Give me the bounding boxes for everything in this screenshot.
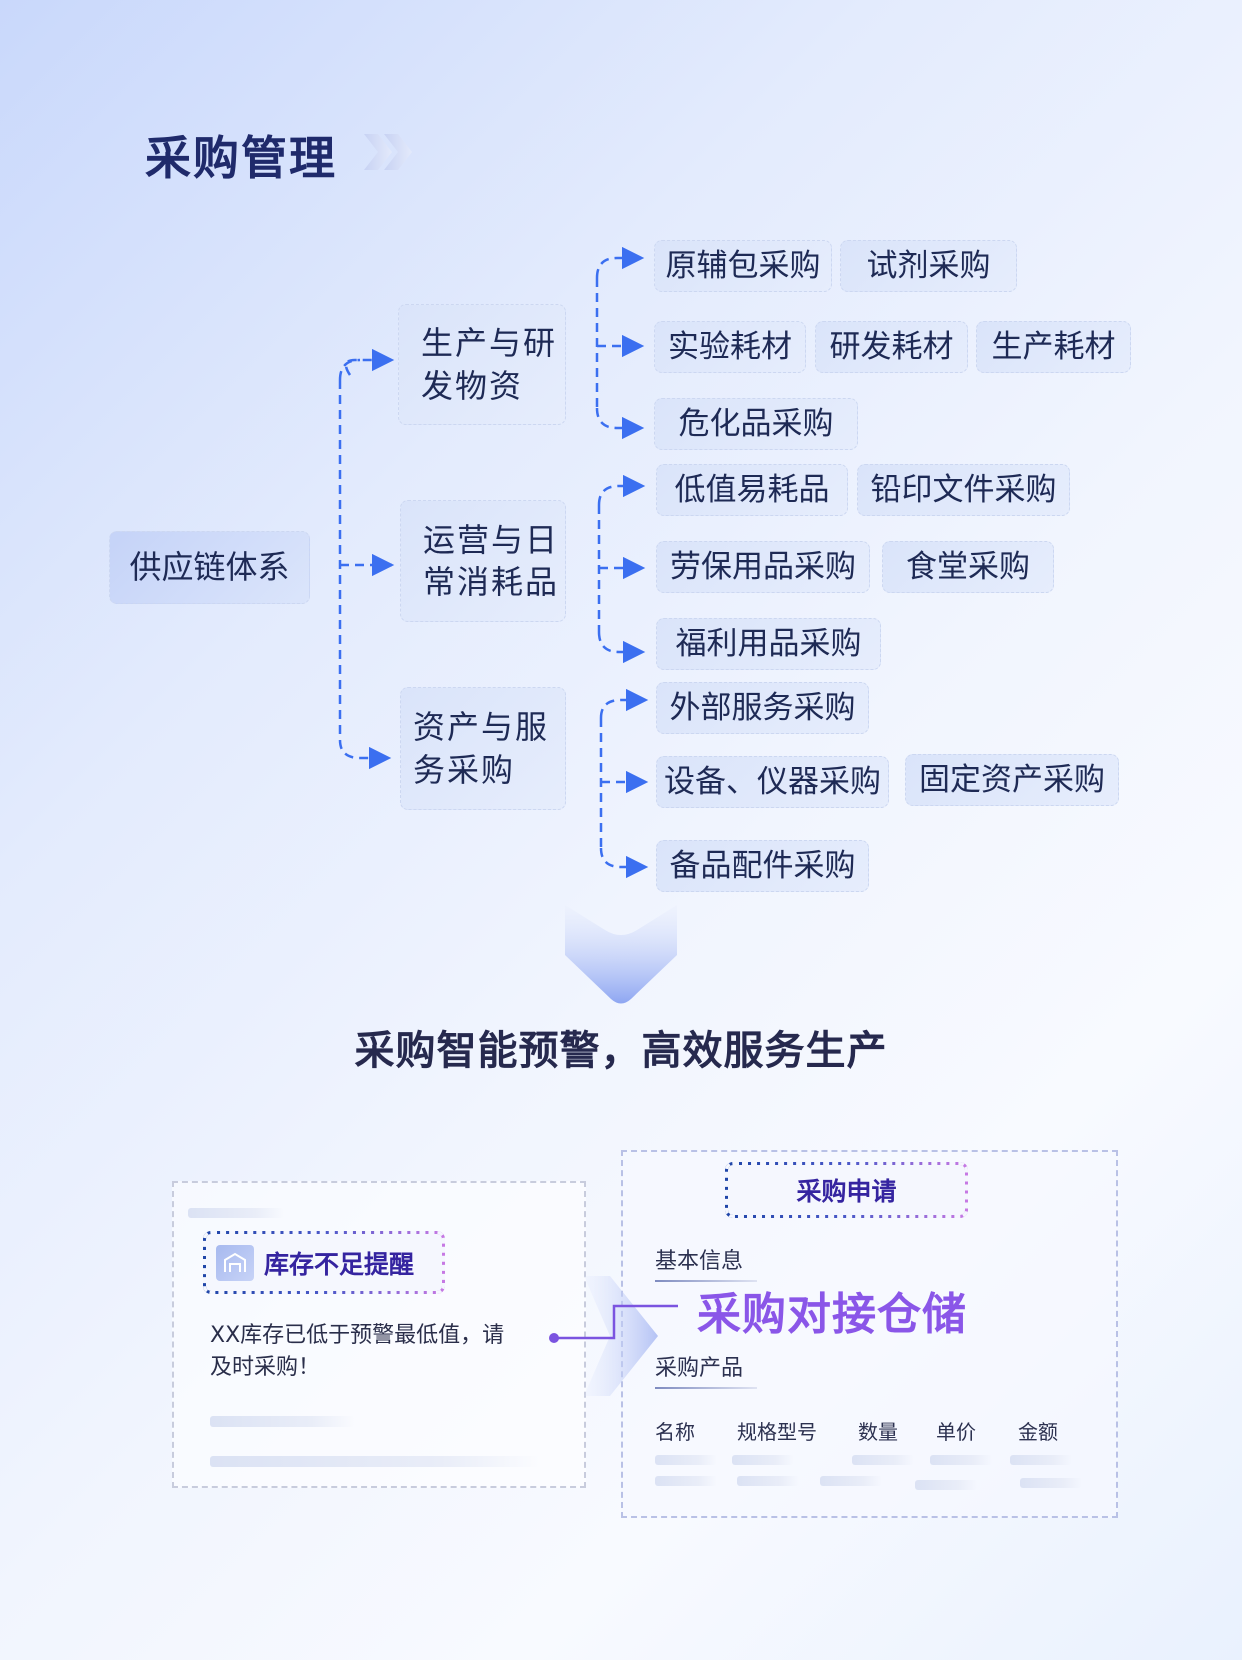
- leaf-node: 食堂采购: [882, 541, 1054, 593]
- placeholder-bar: [820, 1476, 882, 1486]
- leaf-label: 福利用品采购: [675, 625, 862, 662]
- placeholder-bar: [732, 1455, 794, 1465]
- leaf-label: 劳保用品采购: [670, 548, 856, 585]
- section-underline: [655, 1387, 757, 1389]
- message-line: XX库存已低于预警最低值，请: [210, 1323, 505, 1348]
- category-node-assets: 资产与服 务采购: [400, 687, 566, 810]
- root-label: 供应链体系: [129, 548, 290, 587]
- leaf-label: 实验耗材: [668, 328, 792, 365]
- leaf-node: 设备、仪器采购: [656, 756, 889, 808]
- placeholder-bar: [210, 1416, 355, 1427]
- leaf-label: 备品配件采购: [669, 847, 856, 884]
- root-node: 供应链体系: [109, 531, 310, 604]
- leaf-label: 危化品采购: [678, 405, 834, 442]
- leaf-node: 实验耗材: [654, 321, 806, 373]
- placeholder-bar: [1020, 1478, 1082, 1488]
- category-label: 资产与服: [413, 708, 550, 747]
- leaf-node: 铅印文件采购: [857, 464, 1070, 516]
- column-header-spec: 规格型号: [737, 1420, 817, 1444]
- leaf-node: 外部服务采购: [656, 682, 869, 734]
- placeholder-bar: [210, 1456, 540, 1467]
- leaf-node: 备品配件采购: [656, 840, 869, 892]
- leaf-label: 固定资产采购: [919, 761, 1105, 798]
- purchase-request-tag: 采购申请: [725, 1162, 968, 1218]
- leaf-label: 试剂采购: [866, 247, 991, 284]
- category-label: 常消耗品: [423, 563, 560, 601]
- leaf-node: 研发耗材: [815, 321, 968, 373]
- section-products: 采购产品: [655, 1356, 744, 1381]
- category-label: 发物资: [421, 366, 524, 405]
- category-node-operations: 运营与日 常消耗品: [400, 500, 566, 622]
- placeholder-bar: [1010, 1455, 1072, 1465]
- page-title: 采购管理: [145, 131, 337, 185]
- message-line: 及时采购！: [210, 1354, 321, 1380]
- placeholder-bar: [655, 1476, 717, 1486]
- section-basic-info: 基本信息: [655, 1249, 744, 1274]
- stock-alert-message: XX库存已低于预警最低值，请 及时采购！: [210, 1320, 540, 1384]
- category-label: 运营与日: [423, 520, 560, 559]
- column-header-unit-price: 单价: [936, 1420, 976, 1444]
- leaf-label: 铅印文件采购: [870, 471, 1057, 508]
- section-underline: [655, 1280, 757, 1282]
- link-connector: [549, 1276, 678, 1396]
- placeholder-bar: [655, 1455, 717, 1465]
- leaf-node: 劳保用品采购: [656, 541, 870, 593]
- warehouse-icon: [216, 1244, 254, 1281]
- leaf-node: 低值易耗品: [656, 464, 848, 516]
- placeholder-bar: [930, 1455, 992, 1465]
- leaf-label: 外部服务采购: [669, 689, 856, 726]
- purchase-request-title: 采购申请: [796, 1177, 897, 1206]
- column-header-quantity: 数量: [858, 1420, 898, 1444]
- leaf-node: 试剂采购: [840, 240, 1017, 292]
- leaf-node: 原辅包采购: [654, 240, 832, 292]
- leaf-label: 低值易耗品: [674, 471, 830, 508]
- leaf-node: 福利用品采购: [656, 618, 881, 670]
- placeholder-bar: [737, 1476, 799, 1486]
- leaf-label: 研发耗材: [829, 328, 954, 365]
- placeholder-bar: [915, 1480, 977, 1490]
- tree-connectors: [338, 246, 649, 879]
- leaf-node: 固定资产采购: [905, 754, 1119, 806]
- leaf-label: 生产耗材: [991, 328, 1116, 365]
- leaf-label: 原辅包采购: [665, 247, 821, 284]
- placeholder-bar: [188, 1208, 284, 1218]
- leaf-label: 设备、仪器采购: [664, 763, 881, 800]
- down-arrow-icon: [565, 905, 677, 1004]
- slogan: 采购智能预警，高效服务生产: [354, 1028, 888, 1074]
- link-caption: 采购对接仓储: [697, 1289, 967, 1340]
- column-header-amount: 金额: [1018, 1420, 1058, 1444]
- double-chevron-icon: [364, 134, 412, 170]
- category-label: 生产与研: [421, 324, 558, 363]
- leaf-node: 生产耗材: [976, 321, 1131, 373]
- leaf-label: 食堂采购: [906, 548, 1030, 585]
- stock-alert-tag: 库存不足提醒: [203, 1231, 445, 1294]
- leaf-node: 危化品采购: [654, 398, 858, 450]
- column-header-name: 名称: [655, 1420, 695, 1444]
- stock-alert-title: 库存不足提醒: [264, 1249, 415, 1279]
- placeholder-bar: [852, 1455, 914, 1465]
- category-node-production: 生产与研 发物资: [398, 304, 566, 425]
- category-label: 务采购: [413, 750, 516, 789]
